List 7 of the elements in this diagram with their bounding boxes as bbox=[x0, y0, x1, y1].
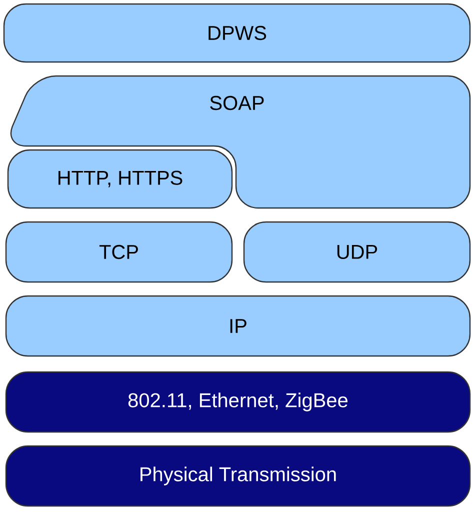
layer-box: DPWS bbox=[3, 3, 471, 63]
layer-box: TCP bbox=[5, 221, 233, 283]
layer-box: UDP bbox=[243, 221, 471, 283]
layer-box: HTTP, HTTPS bbox=[7, 149, 233, 209]
layer-box: IP bbox=[5, 295, 471, 357]
layer-box: Physical Transmission bbox=[5, 445, 471, 507]
layer-box: 802.11, Ethernet, ZigBee bbox=[5, 371, 471, 433]
